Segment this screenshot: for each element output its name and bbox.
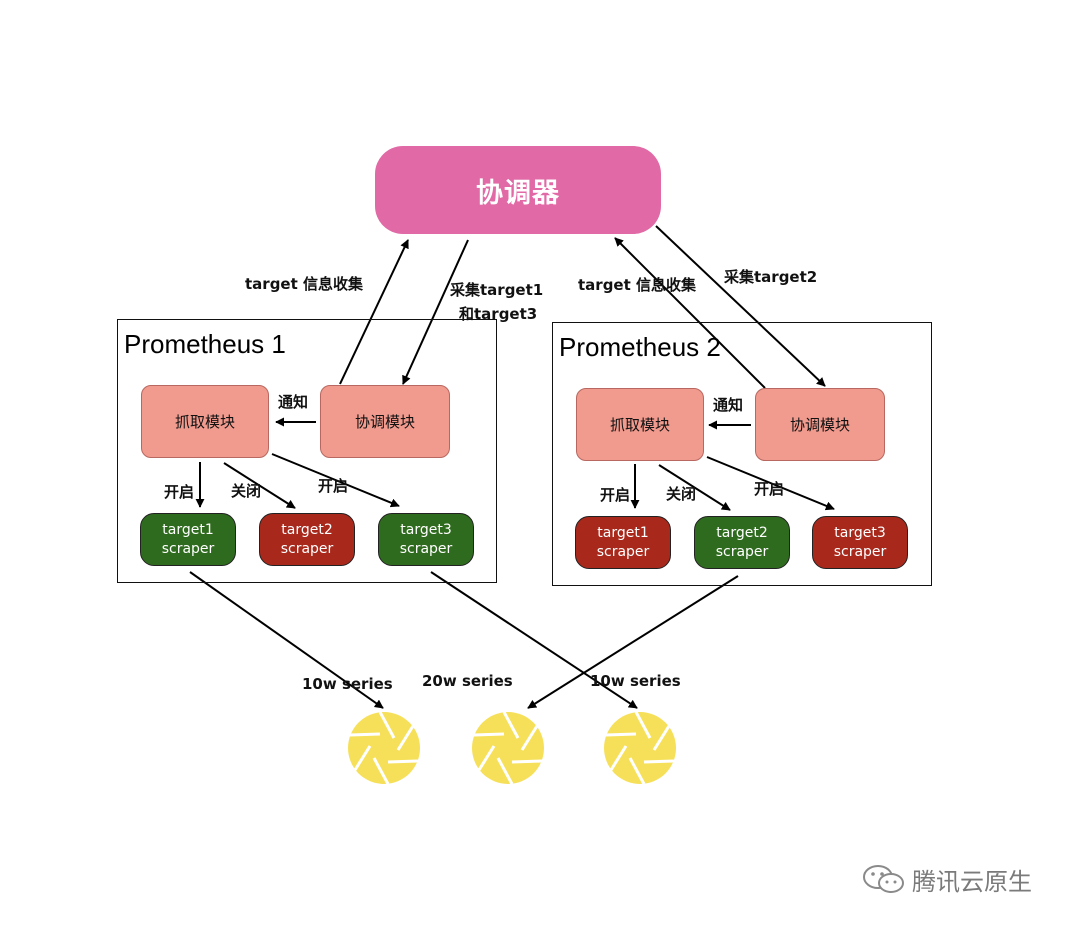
- scraper-name: target3: [400, 521, 452, 538]
- series-label-1: 10w series: [302, 675, 393, 693]
- arrow-p2-collect-target2: [655, 225, 826, 387]
- p2-info-collect-label: target 信息收集: [578, 276, 696, 294]
- p1-target3-scraper: target3 scraper: [378, 513, 474, 566]
- prometheus1-title: Prometheus 1: [124, 329, 286, 359]
- p1-edge-label-t3: 开启: [318, 477, 349, 495]
- watermark: 腾讯云原生: [862, 862, 1032, 897]
- arrow-p1-collect-targets: [402, 239, 469, 385]
- p1-collect-label-line1: 采集target1: [450, 281, 544, 299]
- arrow-p2-info-collect: [614, 237, 766, 389]
- p1-coord-module: 协调模块: [320, 385, 450, 458]
- arrow-p2-target2-to-series: [527, 575, 739, 709]
- scraper-sub: scraper: [596, 543, 650, 560]
- scraper-name: target1: [597, 524, 649, 541]
- p2-fetch-module: 抓取模块: [576, 388, 704, 461]
- scraper-sub: scraper: [715, 543, 769, 560]
- arrow-p1-target3-to-series: [430, 571, 638, 709]
- target-node-2: [472, 711, 544, 785]
- prometheus2-panel: [552, 322, 932, 586]
- p2-edge-label-t2: 关闭: [666, 485, 697, 503]
- p2-coord-module: 协调模块: [755, 388, 885, 461]
- p1-fetch-module: 抓取模块: [141, 385, 269, 458]
- target-node-1: [348, 711, 420, 785]
- scraper-sub: scraper: [161, 540, 215, 557]
- p2-collect-label: 采集target2: [724, 268, 818, 286]
- p2-notify-label: 通知: [713, 396, 744, 414]
- arrow-p2-to-target3: [706, 456, 835, 511]
- series-label-3: 10w series: [590, 672, 681, 690]
- p1-target1-scraper: target1 scraper: [140, 513, 236, 566]
- watermark-text: 腾讯云原生: [912, 868, 1032, 896]
- prometheus2-title: Prometheus 2: [559, 332, 721, 362]
- target-node-3: [604, 711, 676, 785]
- scraper-name: target1: [162, 521, 214, 538]
- p2-edge-label-t3: 开启: [754, 480, 785, 498]
- scraper-name: target2: [281, 521, 333, 538]
- scraper-name: target3: [834, 524, 886, 541]
- scraper-sub: scraper: [280, 540, 334, 557]
- arrow-p1-info-collect: [339, 239, 409, 385]
- p2-target3-scraper: target3 scraper: [812, 516, 908, 569]
- scraper-sub: scraper: [833, 543, 887, 560]
- scraper-sub: scraper: [399, 540, 453, 557]
- p1-edge-label-t1: 开启: [164, 483, 195, 501]
- p2-target2-scraper: target2 scraper: [694, 516, 790, 569]
- series-label-2: 20w series: [422, 672, 513, 690]
- p2-edge-label-t1: 开启: [600, 486, 631, 504]
- p1-edge-label-t2: 关闭: [231, 482, 262, 500]
- arrow-p1-target1-to-series: [189, 571, 384, 709]
- p1-collect-label-line2: 和target3: [459, 305, 538, 323]
- p2-target1-scraper: target1 scraper: [575, 516, 671, 569]
- p1-notify-label: 通知: [278, 393, 309, 411]
- p1-info-collect-label: target 信息收集: [245, 275, 363, 293]
- arrow-p2-to-target2: [658, 464, 731, 511]
- coordinator-node: 协调器: [375, 146, 661, 234]
- prometheus1-panel: [117, 319, 497, 583]
- arrow-p1-to-target2: [223, 462, 296, 509]
- scraper-name: target2: [716, 524, 768, 541]
- p1-target2-scraper: target2 scraper: [259, 513, 355, 566]
- arrow-p1-to-target3: [271, 453, 400, 508]
- wechat-icon: [863, 864, 904, 893]
